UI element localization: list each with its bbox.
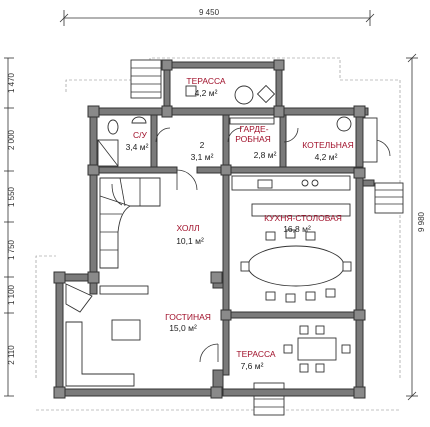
room-wardrobe-name-1: ГАРДЕ- xyxy=(239,124,268,134)
room-boiler-name: КОТЕЛЬНАЯ xyxy=(302,140,353,150)
dim-top-total: 9 450 xyxy=(199,8,220,17)
room-hall-small-area: 3,1 м² xyxy=(191,152,214,162)
room-terrace-bottom-name: ТЕРАССА xyxy=(236,349,276,359)
steps-bottom xyxy=(253,382,285,416)
room-terrace-bottom-area: 7,6 м² xyxy=(241,361,264,371)
walls xyxy=(55,61,375,397)
room-terrace-top-area: 4,2 м² xyxy=(195,88,218,98)
roof-outline xyxy=(35,57,401,411)
room-terrace-top-name: ТЕРАССА xyxy=(186,76,226,86)
room-living-name: ГОСТИНАЯ xyxy=(165,312,211,322)
steps-right xyxy=(374,182,404,214)
room-hall-area: 10,1 м² xyxy=(176,236,204,246)
room-wardrobe-name-2: РОБНАЯ xyxy=(235,134,271,144)
dim-left-6: 2 110 xyxy=(7,345,16,365)
dim-left-4: 1 750 xyxy=(7,239,16,260)
room-boiler-area: 4,2 м² xyxy=(315,152,338,162)
dim-left-3: 1 550 xyxy=(7,186,16,207)
room-hall-small-name: 2 xyxy=(200,140,205,150)
fixtures xyxy=(65,84,378,387)
room-kitchen-area: 16,8 м² xyxy=(283,224,311,234)
steps-top xyxy=(130,59,162,99)
posts xyxy=(53,59,366,399)
dimension-lines xyxy=(4,10,418,401)
dim-left-5: 1 100 xyxy=(7,284,16,305)
room-hall-name: ХОЛЛ xyxy=(176,223,199,233)
room-kitchen-name: КУХНЯ-СТОЛОВАЯ xyxy=(264,213,342,223)
room-living-area: 15,0 м² xyxy=(169,323,197,333)
room-wardrobe-area: 2,8 м² xyxy=(254,150,277,160)
dim-right-total: 9 980 xyxy=(417,211,426,232)
dim-left-2: 2 000 xyxy=(7,129,16,150)
room-wc-name: С/У xyxy=(133,130,148,140)
room-wc-area: 3,4 м² xyxy=(126,142,149,152)
dim-left-1: 1 470 xyxy=(7,72,16,93)
